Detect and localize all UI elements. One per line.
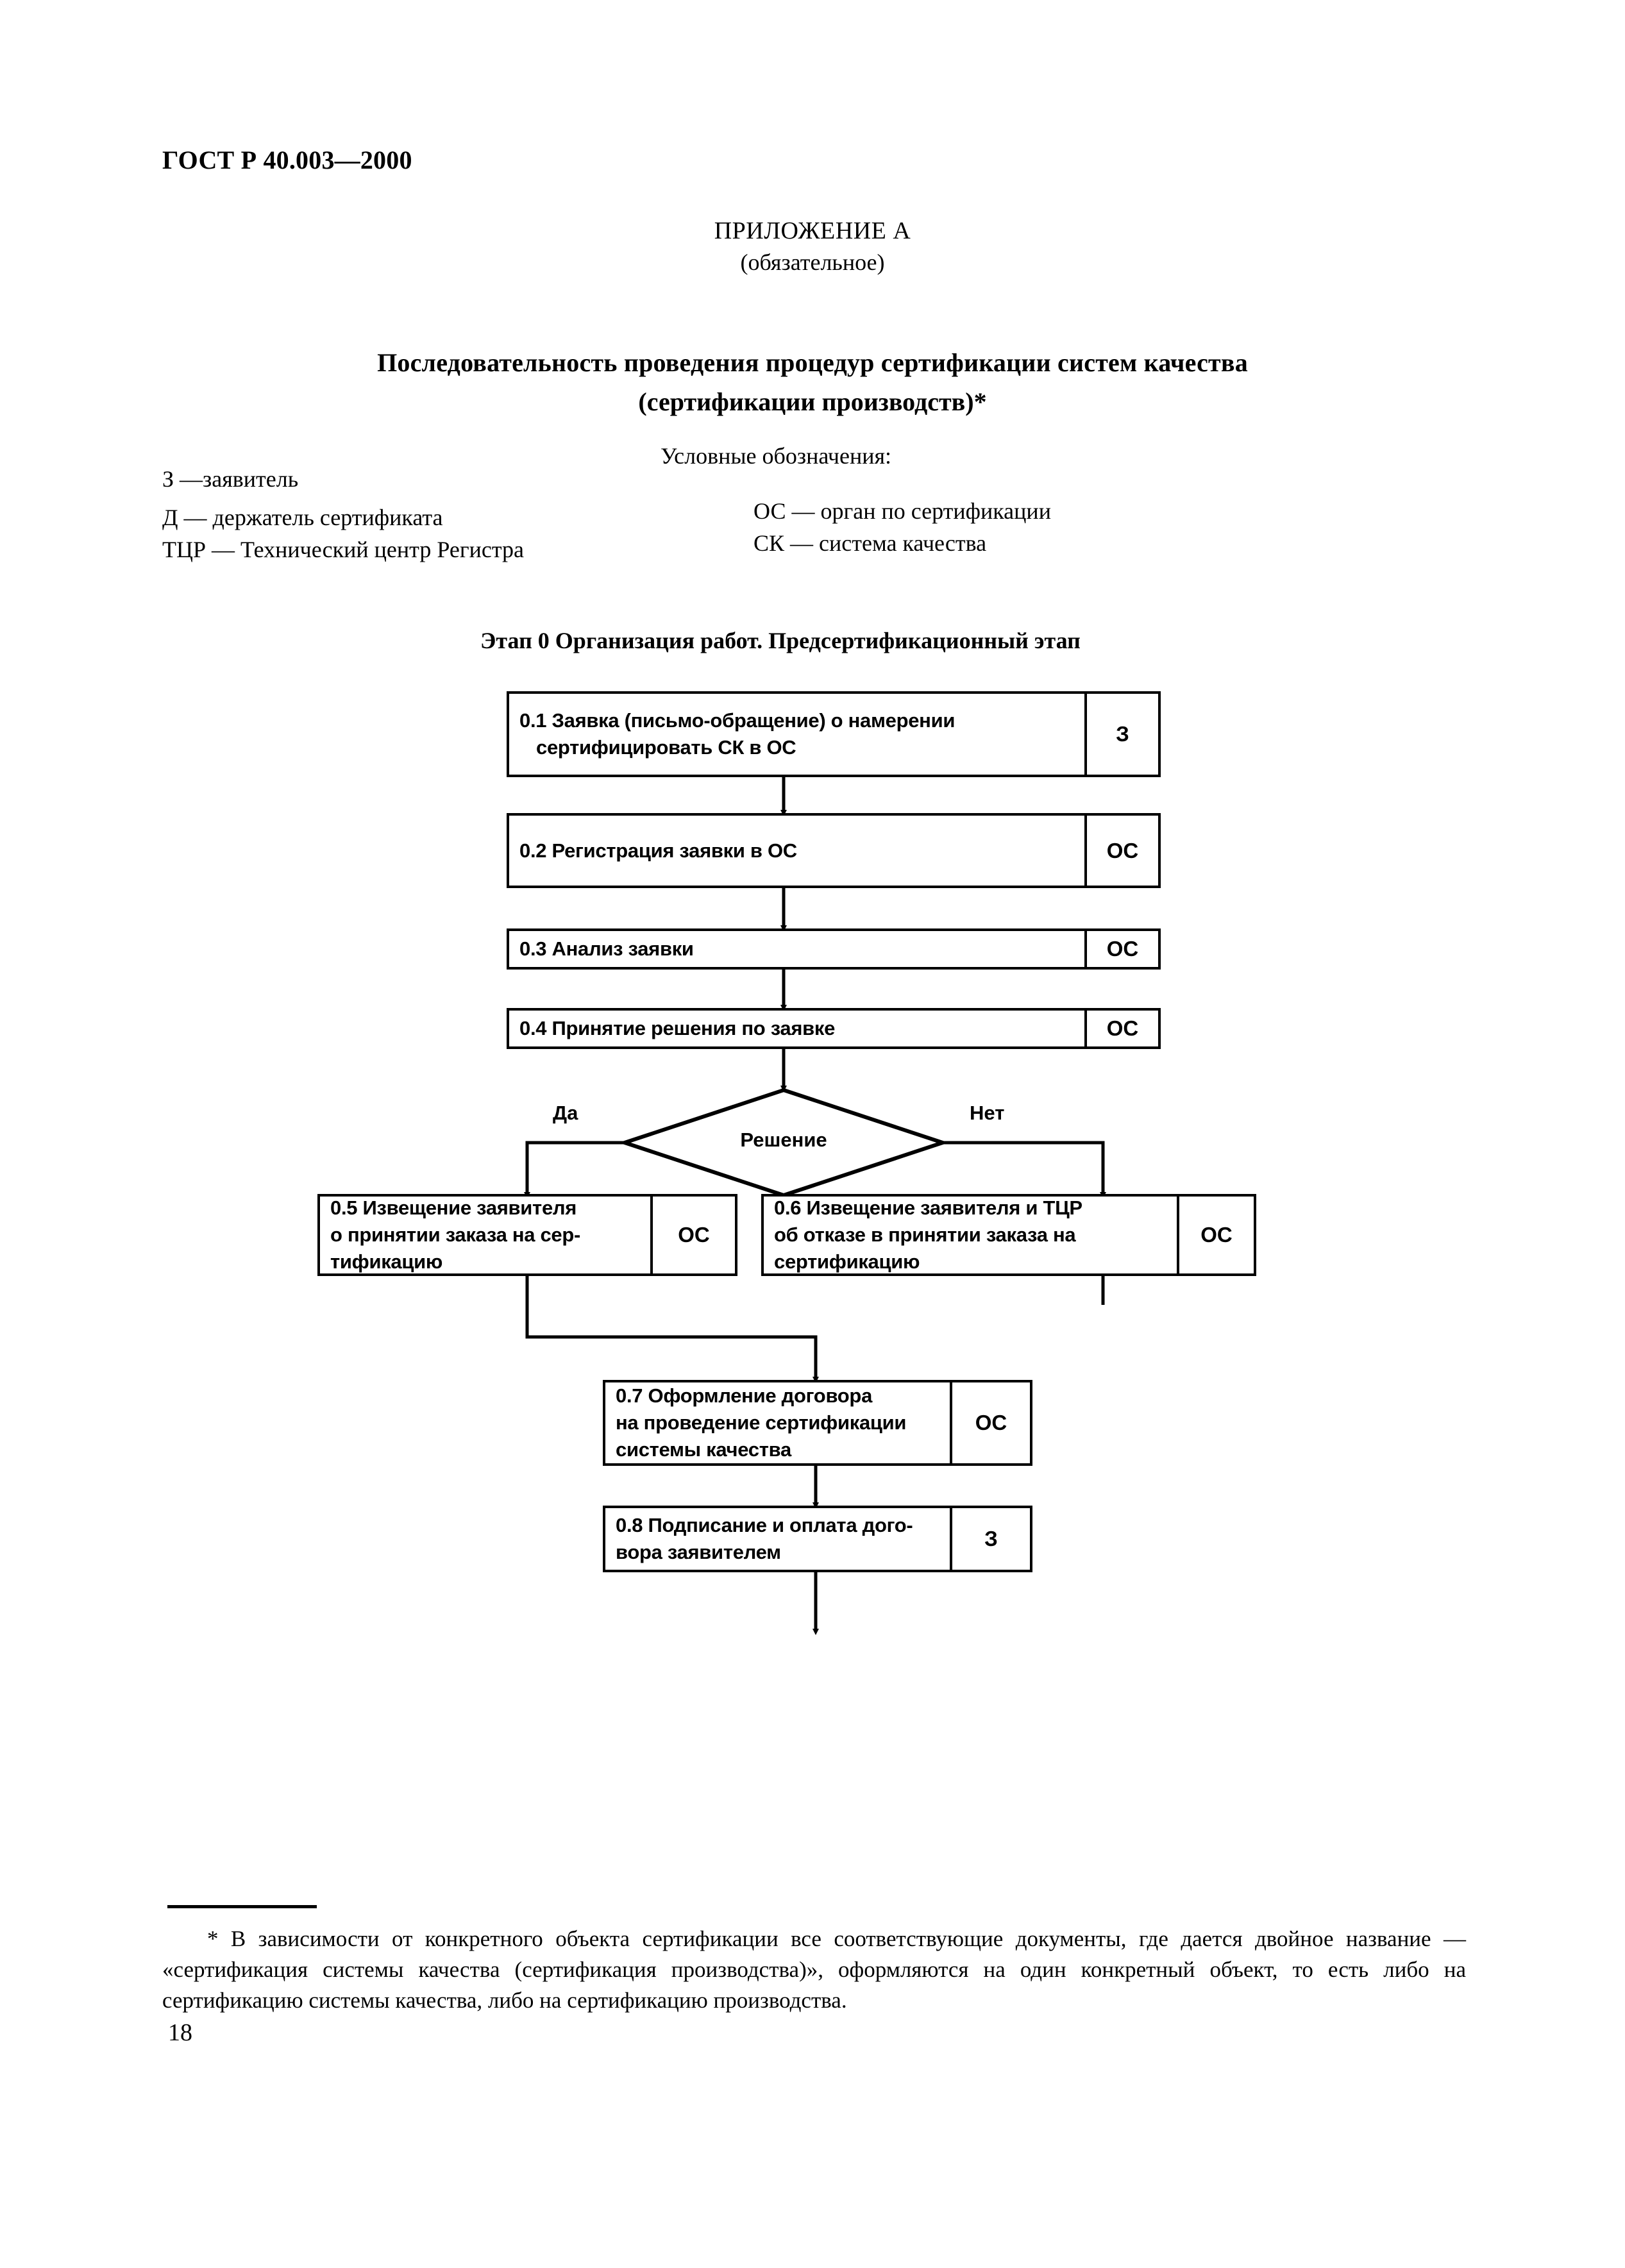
decision-branch-no-label: Нет xyxy=(970,1102,1005,1124)
page-number: 18 xyxy=(168,2019,192,2046)
flow-box-0-4[interactable]: 0.4 Принятие решения по заявке ОС xyxy=(507,1008,1161,1049)
flow-box-0-1-line-2: сертифицировать СК в ОС xyxy=(536,736,796,759)
flow-box-0-2[interactable]: 0.2 Регистрация заявки в ОС ОС xyxy=(507,813,1161,888)
flow-box-0-6-text: 0.6 Извещение заявителя и ТЦР об отказе … xyxy=(764,1197,1177,1273)
flow-box-0-6-role: ОС xyxy=(1177,1197,1254,1273)
legend-left-column: З —заявитель Д — держатель сертификата Т… xyxy=(162,463,524,566)
flow-box-0-5-role: ОС xyxy=(650,1197,735,1273)
flow-box-0-2-role: ОС xyxy=(1084,816,1158,886)
flow-box-0-5-line-3: тификацию xyxy=(330,1250,443,1273)
footnote-body: * В зависимости от конкретного объекта с… xyxy=(162,1926,1466,2013)
flow-box-0-7-line-3: системы качества xyxy=(616,1438,791,1461)
flow-box-0-5-line-1: 0.5 Извещение заявителя xyxy=(330,1197,577,1219)
flow-box-0-6[interactable]: 0.6 Извещение заявителя и ТЦР об отказе … xyxy=(761,1194,1256,1276)
appendix-title: ПРИЛОЖЕНИЕ А xyxy=(714,217,911,244)
page-title-line-1: Последовательность проведения процедур с… xyxy=(377,348,1248,377)
flow-box-0-3-text: 0.3 Анализ заявки xyxy=(519,937,694,960)
decision-label: Решение xyxy=(740,1129,827,1151)
flow-box-0-1-role: З xyxy=(1084,694,1158,775)
flow-box-0-3-role: ОС xyxy=(1084,931,1158,967)
legend-spacer xyxy=(162,495,524,501)
flow-box-0-7-line-1: 0.7 Оформление договора xyxy=(616,1384,873,1407)
standard-number-header: ГОСТ Р 40.003—2000 xyxy=(162,146,412,174)
footnote: * В зависимости от конкретного объекта с… xyxy=(162,1924,1466,2016)
page-title-line-2: (сертификации производств)* xyxy=(638,387,987,416)
flow-box-0-8[interactable]: 0.8 Подписание и оплата дого- вора заяви… xyxy=(603,1506,1032,1572)
flow-box-0-7-line-2: на проведение сертификации xyxy=(616,1411,907,1434)
flow-box-0-7-role: ОС xyxy=(950,1382,1030,1463)
flow-box-0-8-line-2: вора заявителем xyxy=(616,1541,781,1563)
legend-caption: Условные обозначения: xyxy=(661,443,892,469)
footnote-separator-rule xyxy=(167,1905,317,1908)
legend-right-column: ОС — орган по сертификации СК — система … xyxy=(754,495,1051,559)
flow-box-0-7-text: 0.7 Оформление договора на проведение се… xyxy=(605,1382,950,1463)
flow-box-0-4-role: ОС xyxy=(1084,1011,1158,1046)
appendix-heading-block: ПРИЛОЖЕНИЕ А (обязательное) xyxy=(0,217,1625,276)
flow-box-0-6-line-2: об отказе в принятии заказа на xyxy=(774,1223,1076,1246)
legend-item-technical-center: ТЦР — Технический центр Регистра xyxy=(162,537,525,562)
flow-box-0-8-line-1: 0.8 Подписание и оплата дого- xyxy=(616,1514,913,1536)
flow-box-0-6-line-3: сертификацию xyxy=(774,1250,920,1273)
legend-item-certificate-holder: Д — держатель сертификата xyxy=(162,505,443,530)
flow-box-0-8-role: З xyxy=(950,1508,1030,1570)
flow-box-0-8-text: 0.8 Подписание и оплата дого- вора заяви… xyxy=(605,1508,950,1570)
flow-box-0-7[interactable]: 0.7 Оформление договора на проведение се… xyxy=(603,1380,1032,1466)
flow-box-0-1-line-1: 0.1 Заявка (письмо-обращение) о намерени… xyxy=(519,709,956,732)
flow-box-0-1[interactable]: 0.1 Заявка (письмо-обращение) о намерени… xyxy=(507,691,1161,777)
legend-item-quality-system: СК — система качества xyxy=(754,530,987,556)
flow-box-0-4-text: 0.4 Принятие решения по заявке xyxy=(519,1017,836,1039)
flow-box-0-5-line-2: о принятии заказа на сер- xyxy=(330,1223,581,1246)
decision-branch-yes-label: Да xyxy=(553,1102,578,1124)
flow-box-0-5-text: 0.5 Извещение заявителя о принятии заказ… xyxy=(320,1197,650,1273)
stage-heading: Этап 0 Организация работ. Предсертификац… xyxy=(480,628,1081,653)
legend-item-certification-body: ОС — орган по сертификации xyxy=(754,498,1051,524)
flow-box-0-5[interactable]: 0.5 Извещение заявителя о принятии заказ… xyxy=(317,1194,737,1276)
flow-box-0-1-text: 0.1 Заявка (письмо-обращение) о намерени… xyxy=(509,694,1084,775)
flow-box-0-2-text: 0.2 Регистрация заявки в ОС xyxy=(519,839,797,862)
legend-item-applicant: З —заявитель xyxy=(162,466,299,492)
flow-box-0-3[interactable]: 0.3 Анализ заявки ОС xyxy=(507,928,1161,970)
flow-box-0-6-line-1: 0.6 Извещение заявителя и ТЦР xyxy=(774,1197,1082,1219)
appendix-subtitle: (обязательное) xyxy=(740,249,885,275)
page-title: Последовательность проведения процедур с… xyxy=(0,348,1625,417)
